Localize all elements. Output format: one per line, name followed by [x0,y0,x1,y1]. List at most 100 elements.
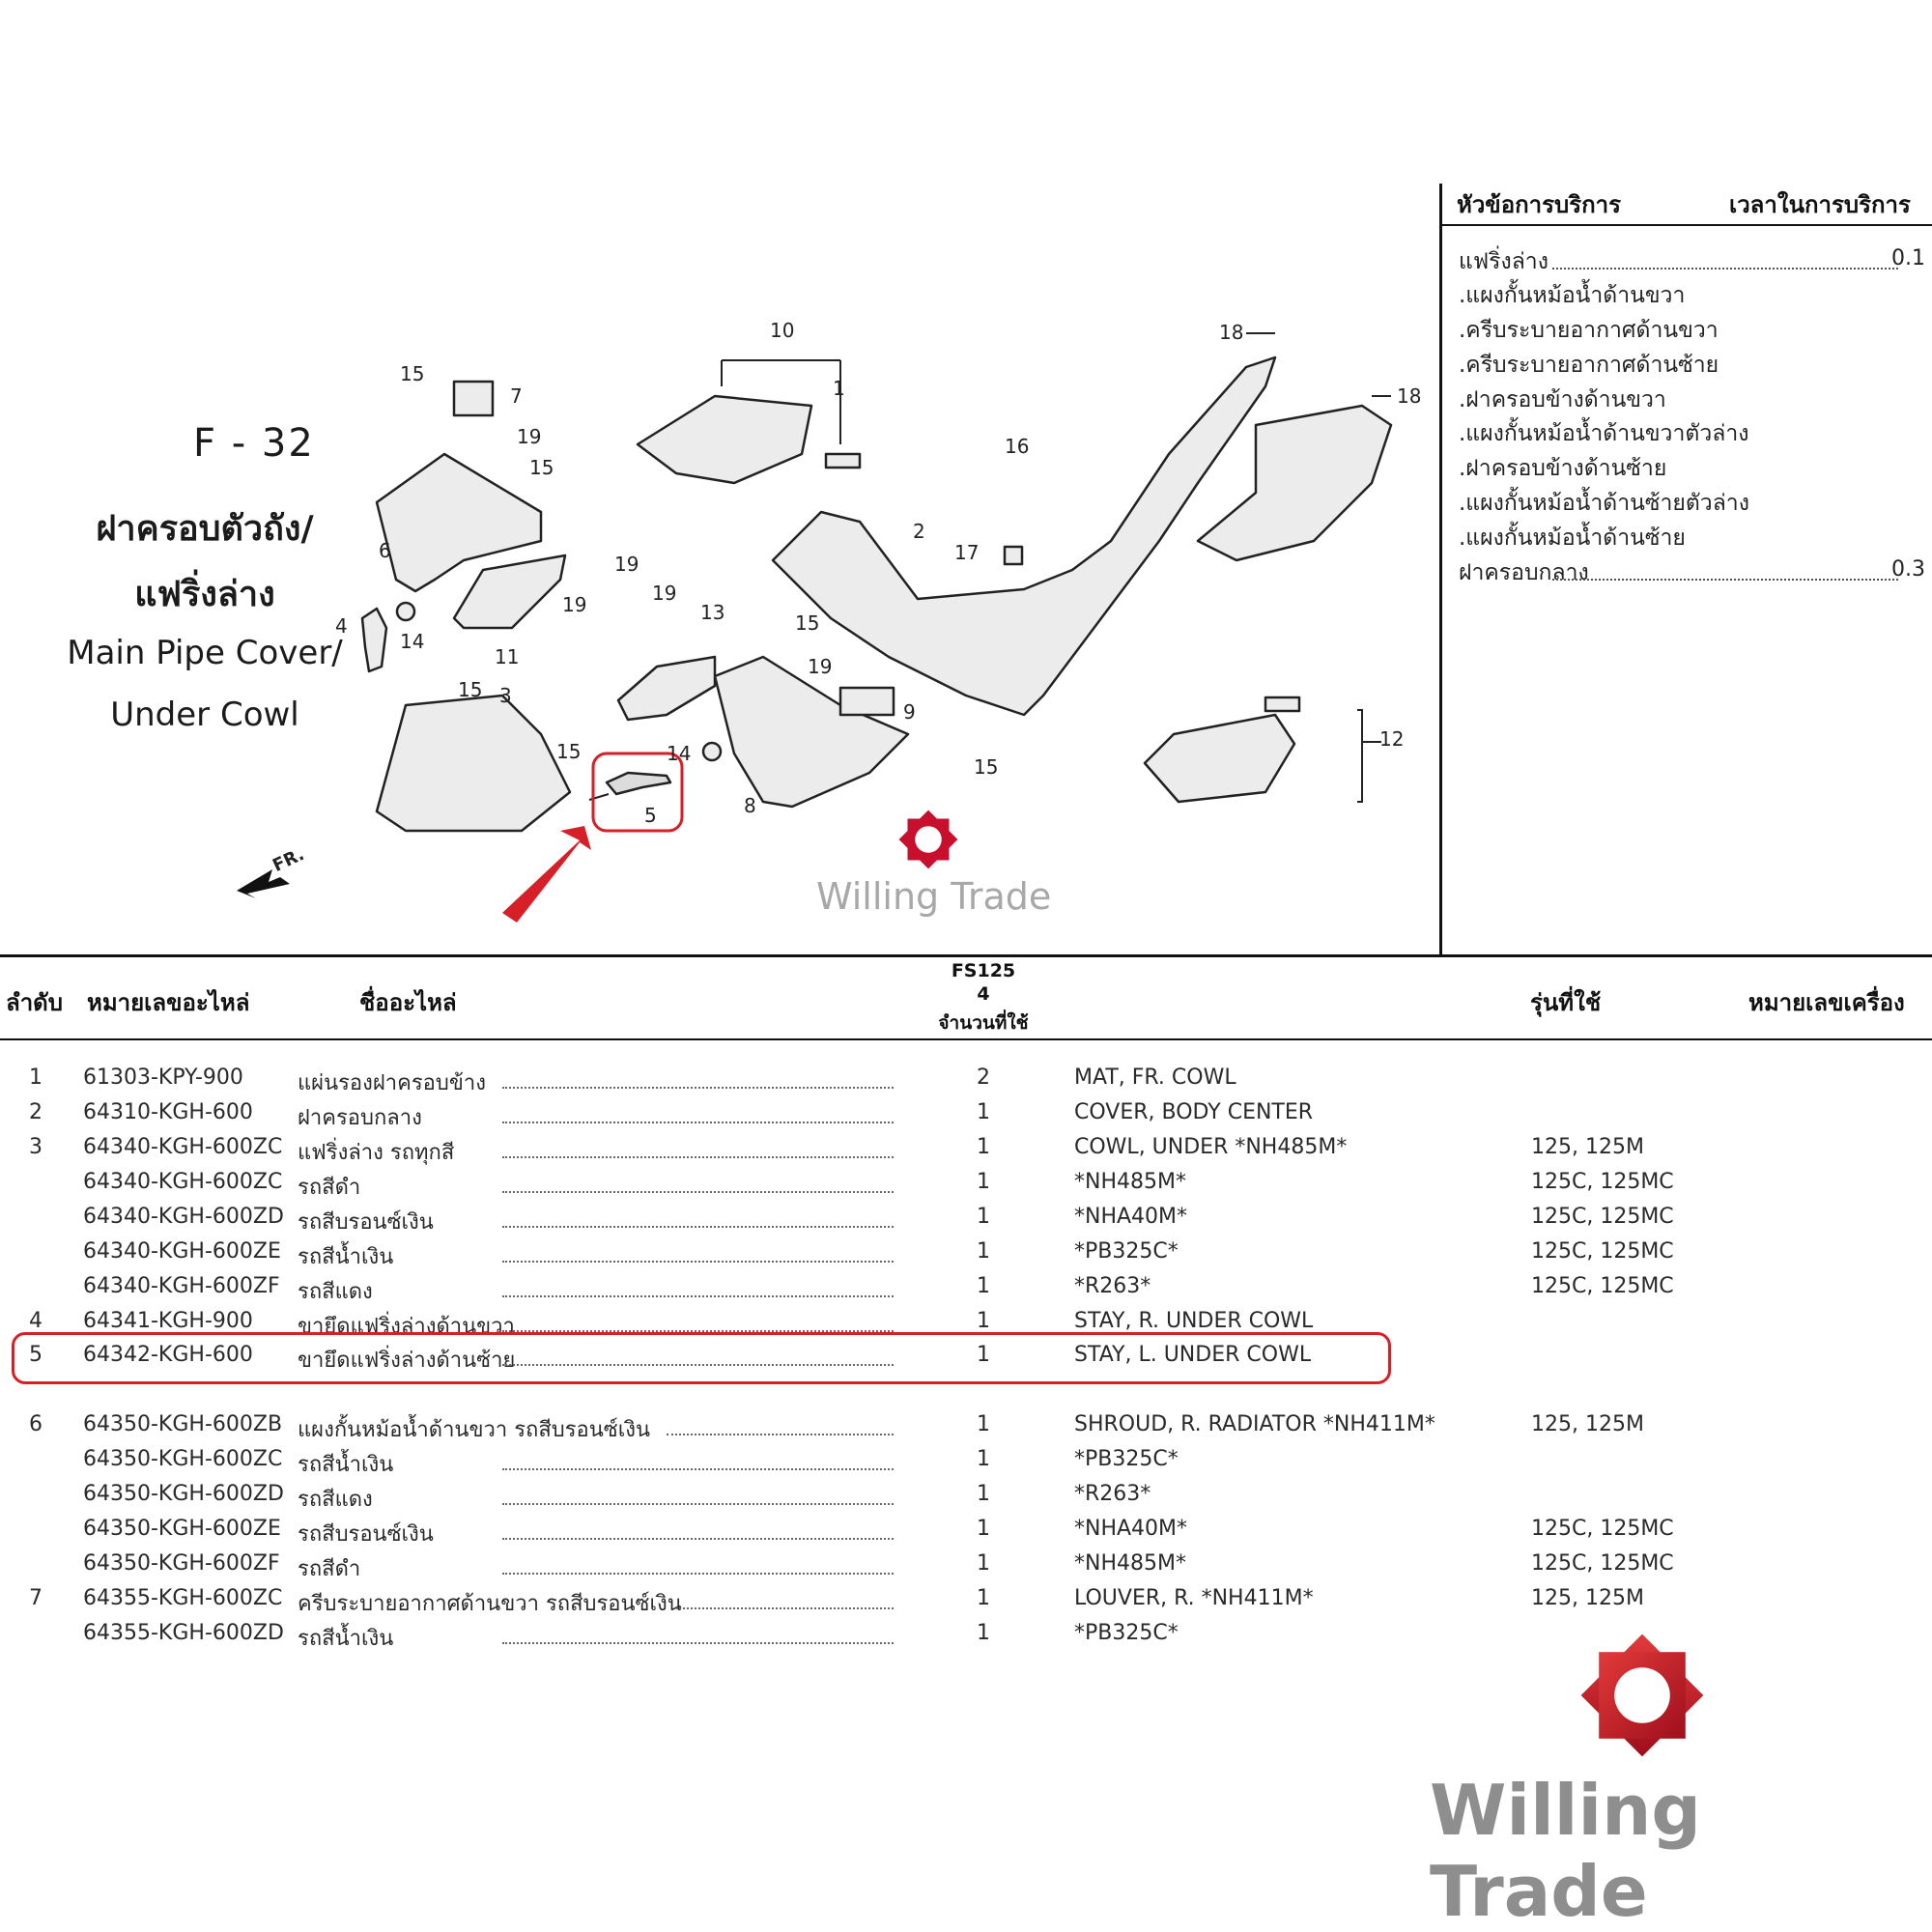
red-pointer-arrow [502,826,591,923]
table-row: 64350-KGH-600ZD รถสีแดง 1 *R263* [0,1482,1932,1515]
callout-11: 11 [495,645,520,668]
title-thai-line1: ฝาครอบตัวถัง/ [96,509,314,549]
row-part-no: 64355-KGH-600ZD [83,1621,284,1645]
row-desc: COVER, BODY CENTER [1074,1100,1314,1124]
row-name: แผ่นรองฝาครอบข้าง [298,1071,486,1095]
table-top-rule [0,954,1932,957]
part-10-side-cover [636,394,813,485]
row-leader [502,1364,894,1366]
row-part-no: 64350-KGH-600ZB [83,1412,283,1436]
callout-17: 17 [954,541,980,564]
row-desc: *PB325C* [1074,1447,1179,1471]
highlight-box-row-5 [12,1332,1391,1384]
row-leader [667,1434,894,1435]
table-row: 64355-KGH-600ZD รถสีน้ำเงิน 1 *PB325C* [0,1621,1932,1654]
row-name: รถสีบรอนซ์เงิน [298,1210,434,1235]
row-desc: *NHA40M* [1074,1517,1188,1541]
row-no: 2 [29,1100,43,1124]
part-5-stay-left [605,771,672,796]
part-14-grommet [395,601,416,622]
row-usage: 125C, 125MC [1531,1517,1674,1541]
service-panel-divider [1439,184,1442,956]
service-leader [1552,579,1898,581]
row-leader [502,1468,894,1470]
part-5-highlight-box [591,752,684,833]
row-name: แฟริ่งล่าง รถทุกสี [298,1141,455,1165]
col-header-model: FS125 [951,960,1016,981]
row-part-no: 64350-KGH-600ZE [83,1517,281,1541]
row-usage: 125, 125M [1531,1135,1644,1159]
watermark-logo-small [898,810,958,869]
callout-15c: 15 [458,678,483,701]
row-name: ฝาครอบกลาง [298,1106,422,1130]
part-17-clip [1003,545,1024,566]
row-name: รถสีแดง [298,1280,373,1304]
watermark-text-large: Willing Trade [1430,1770,1701,1932]
part-4-stay-right [360,607,388,673]
row-leader [502,1295,894,1297]
row-leader [676,1607,894,1609]
row-no: 7 [29,1586,43,1610]
col-header-name: ชื่ออะไหล่ [359,989,457,1016]
row-desc: *R263* [1074,1482,1151,1506]
table-row-highlighted: 5 64342-KGH-600 ขายึดแฟริ่งล่างด้านซ้าย … [0,1343,1932,1376]
row-desc: COWL, UNDER *NH485M* [1074,1135,1348,1159]
row-part-no: 64340-KGH-600ZC [83,1135,283,1159]
row-part-no: 64310-KGH-600 [83,1100,253,1124]
service-item: .ฝาครอบข้างด้านขวา [1459,387,1666,412]
callout-18: 18 [1219,321,1244,344]
callout-14b: 14 [667,742,692,765]
row-name: รถสีน้ำเงิน [298,1453,394,1477]
service-item: .แผงกั้นหม้อน้ำด้านซ้ายตัวล่าง [1459,491,1749,516]
callout-8: 8 [744,794,756,817]
row-qty: 1 [977,1551,990,1576]
table-row: 64340-KGH-600ZF รถสีแดง 1 *R263* 125C, 1… [0,1274,1932,1307]
col-header-no: ลำดับ [6,989,64,1016]
callout-14: 14 [400,630,425,653]
row-desc: MAT, FR. COWL [1074,1065,1236,1090]
exploded-parts-diagram [237,332,1393,923]
row-desc: *R263* [1074,1274,1151,1298]
row-desc: STAY, R. UNDER COWL [1074,1309,1314,1333]
row-name: รถสีน้ำเงิน [298,1627,394,1651]
table-row: 64350-KGH-600ZC รถสีน้ำเงิน 1 *PB325C* [0,1447,1932,1480]
title-english-line1: Main Pipe Cover/ [67,634,343,672]
service-item: .แผงกั้นหม้อน้ำด้านซ้าย [1459,526,1686,551]
row-part-no: 64350-KGH-600ZD [83,1482,284,1506]
row-qty: 1 [977,1100,990,1124]
row-desc: *NH485M* [1074,1551,1186,1576]
callout-19e: 19 [808,655,833,678]
service-item: .ฝาครอบข้างด้านซ้าย [1459,456,1667,481]
row-no: 5 [29,1343,43,1367]
row-qty: 2 [977,1065,990,1090]
table-row: 64340-KGH-600ZD รถสีบรอนซ์เงิน 1 *NHA40M… [0,1205,1932,1237]
row-no: 3 [29,1135,43,1159]
row-name: รถสีแดง [298,1488,373,1512]
row-desc: *NH485M* [1074,1170,1186,1194]
table-row: 1 61303-KPY-900 แผ่นรองฝาครอบข้าง 2 MAT,… [0,1065,1932,1098]
callout-10: 10 [770,319,795,342]
callout-6: 6 [379,539,391,562]
callout-19b: 19 [614,553,639,576]
row-part-no: 64340-KGH-600ZE [83,1239,281,1264]
row-qty: 1 [977,1482,990,1506]
table-row: 2 64310-KGH-600 ฝาครอบกลาง 1 COVER, BODY… [0,1100,1932,1133]
callout-15e: 15 [795,611,820,635]
part-13-shroud [616,655,717,722]
row-qty: 1 [977,1447,990,1471]
watermark-logo-large [1580,1634,1704,1757]
row-qty: 1 [977,1621,990,1645]
part-1-mat [824,452,862,469]
row-usage: 125C, 125MC [1531,1170,1674,1194]
callout-13: 13 [700,601,725,624]
row-usage: 125C, 125MC [1531,1551,1674,1576]
row-leader [502,1191,894,1193]
table-row: 64350-KGH-600ZF รถสีดำ 1 *NH485M* 125C, … [0,1551,1932,1584]
row-part-no: 61303-KPY-900 [83,1065,243,1090]
service-item: .ครีบระบายอากาศด้านขวา [1459,318,1719,343]
part-1-mat [1264,696,1301,713]
row-part-no: 64340-KGH-600ZD [83,1205,284,1229]
service-header-rule [1442,224,1932,226]
service-item: .แผงกั้นหม้อน้ำด้านขวาตัวล่าง [1459,421,1749,446]
row-part-no: 64341-KGH-900 [83,1309,253,1333]
